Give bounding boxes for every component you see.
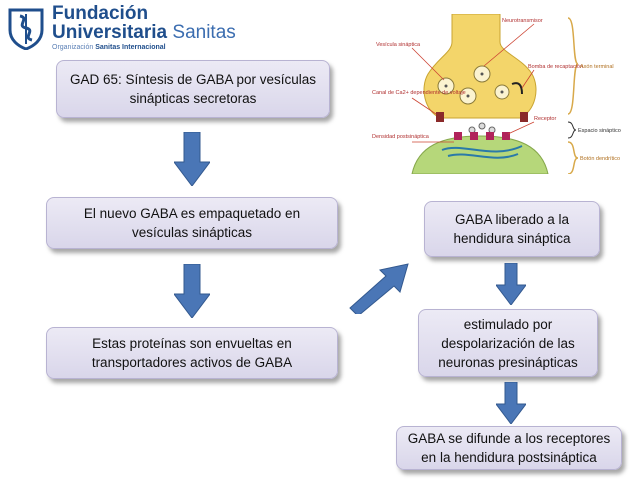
down-arrow-icon (174, 264, 210, 318)
down-arrow-icon (496, 382, 526, 424)
flow-step-2-box: El nuevo GABA es empaquetado en vesícula… (46, 197, 338, 249)
label-boton: Botón dendrítico (580, 156, 620, 162)
shield-logo-icon (8, 8, 44, 50)
down-arrow-icon (174, 132, 210, 186)
flow-step-1-box: GAD 65: Síntesis de GABA por vesículas s… (56, 60, 330, 118)
label-bomba: Bomba de recaptación (528, 64, 583, 70)
logo-line-3: Organización Sanitas Internacional (52, 44, 166, 51)
flow-step-6-box: GABA se difunde a los receptores en la h… (396, 426, 622, 470)
logo-line-1: Fundación (52, 3, 149, 24)
flow-step-3-text: Estas proteínas son envueltas en transpo… (91, 336, 293, 370)
flow-step-1-text: GAD 65: Síntesis de GABA por vesículas s… (69, 72, 317, 106)
label-vesicula: Vesícula sináptica (376, 42, 421, 48)
flow-step-3-box: Estas proteínas son envueltas en transpo… (46, 327, 338, 379)
diagonal-arrow-icon (349, 263, 409, 314)
flow-step-2-text: El nuevo GABA es empaquetado en vesícula… (83, 206, 301, 240)
label-neurotransmisor: Neurotransmisor (502, 18, 543, 24)
organization-logo: Fundación Universitaria Sanitas Organiza… (6, 4, 246, 54)
label-receptor: Receptor (534, 116, 556, 122)
logo-line-2: Universitaria Sanitas (52, 22, 236, 43)
flow-step-4-text: GABA liberado a la hendidura sináptica (453, 212, 571, 246)
label-canal: Canal de Ca2+ dependiente de voltaje (372, 90, 466, 96)
flow-step-4-box: GABA liberado a la hendidura sináptica (424, 201, 600, 257)
flow-step-5-text: estimulado por despolarización de las ne… (438, 316, 578, 370)
label-espacio: Espacio sináptico (578, 128, 621, 134)
label-axon: Axón terminal (580, 64, 614, 70)
flow-step-6-text: GABA se difunde a los receptores en la h… (407, 431, 611, 465)
synapse-diagram: Vesícula sináptica Neurotransmisor Bomba… (372, 14, 621, 174)
label-densidad: Densidad postsináptica (372, 134, 430, 140)
down-arrow-icon (496, 263, 526, 305)
flow-step-5-box: estimulado por despolarización de las ne… (418, 309, 598, 377)
